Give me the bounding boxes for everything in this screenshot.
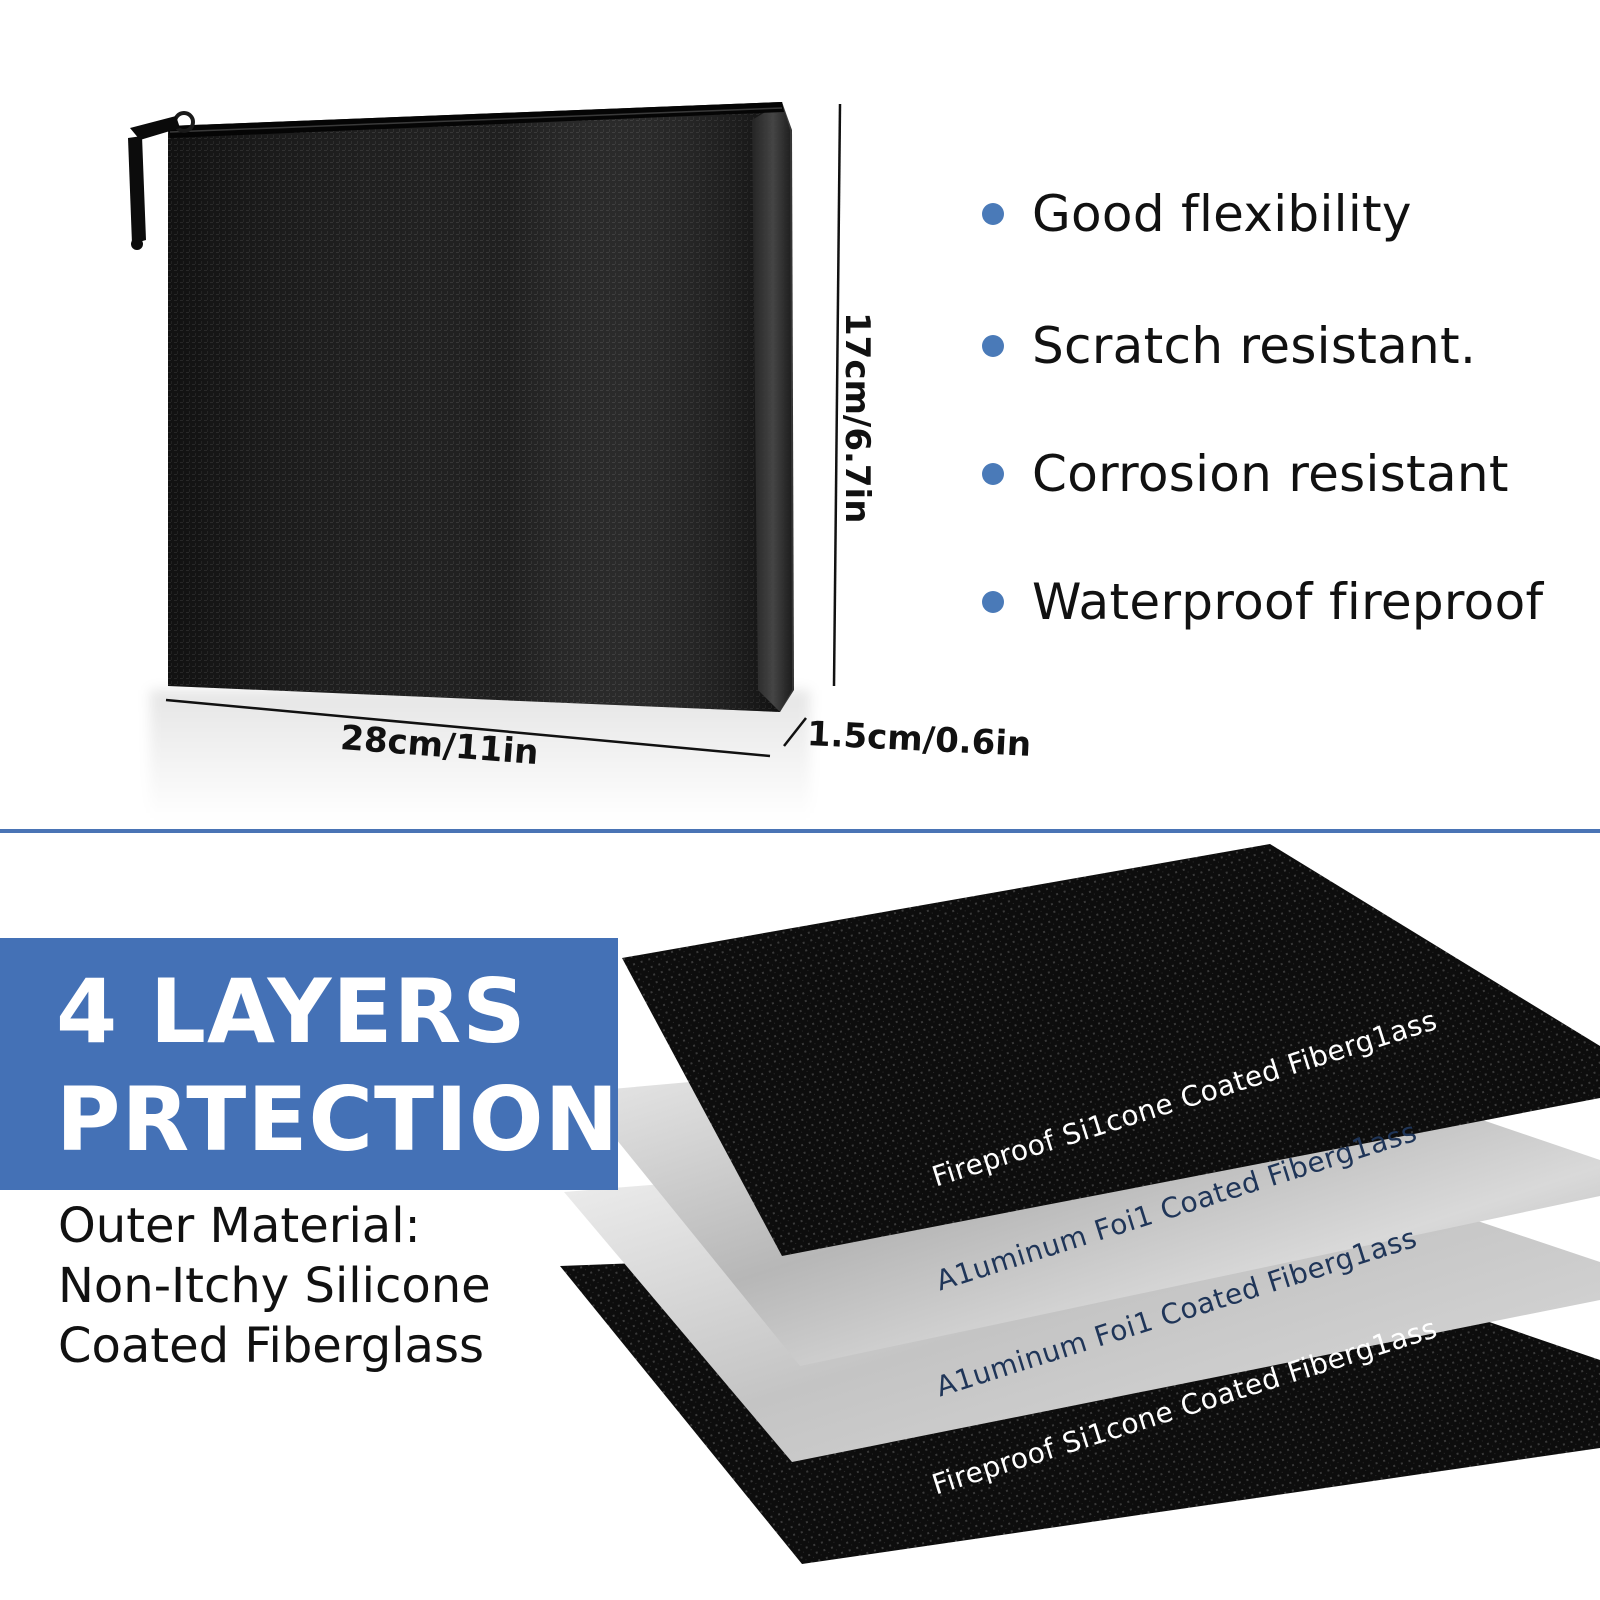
feature-item: Waterproof fireproof (982, 572, 1543, 632)
feature-text: Scratch resistant. (1032, 317, 1477, 375)
depth-dimension-line (783, 717, 807, 747)
bullet-icon (982, 463, 1004, 485)
material-description-line: Coated Fiberglass (58, 1318, 484, 1374)
width-dimension-line (165, 698, 771, 758)
height-label: 17cm/6.7in (837, 312, 877, 524)
height-dimension-line (832, 103, 842, 687)
floor-shadow (150, 690, 810, 820)
pouch-side (752, 102, 794, 712)
material-description-line: Non-Itchy Silicone (58, 1258, 491, 1314)
layers-illustration (560, 844, 1600, 1564)
pouch-illustration (128, 102, 842, 758)
material-heading: Outer Material: (58, 1198, 421, 1254)
section-divider (0, 829, 1600, 833)
protection-banner: 4 LAYERS PRTECTION (0, 938, 618, 1190)
feature-item: Scratch resistant. (982, 316, 1476, 376)
banner-title-line-1: 4 LAYERS (56, 960, 527, 1063)
feature-text: Good flexibility (1032, 185, 1412, 243)
layer-sheet-1 (622, 844, 1600, 1256)
bullet-icon (982, 591, 1004, 613)
feature-text: Waterproof fireproof (1032, 573, 1544, 631)
feature-item: Corrosion resistant (982, 444, 1509, 504)
feature-item: Good flexibility (982, 184, 1412, 244)
product-section: 28cm/11in 1.5cm/0.6in 17cm/6.7in Good fl… (128, 102, 1543, 820)
banner-title-line-2: PRTECTION (56, 1068, 620, 1171)
feature-text: Corrosion resistant (1032, 445, 1509, 503)
bullet-icon (982, 203, 1004, 225)
zipper-pull (128, 111, 195, 250)
bullet-icon (982, 335, 1004, 357)
